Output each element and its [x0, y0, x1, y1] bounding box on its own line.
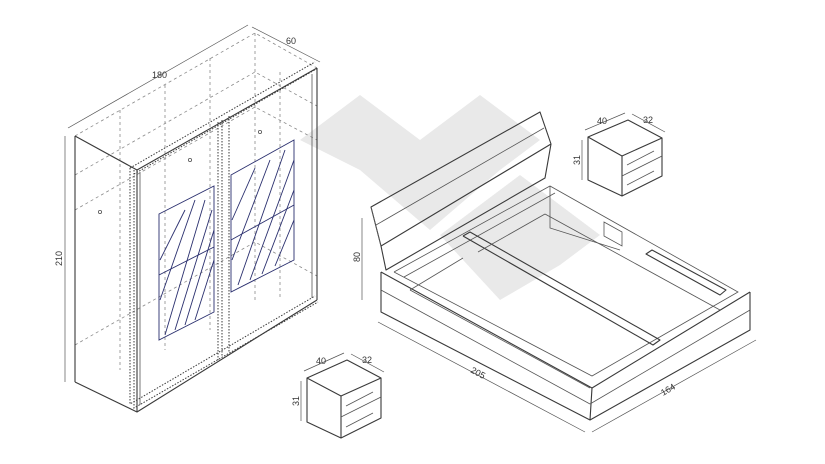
bed-height-label: 80 — [352, 252, 362, 262]
nightstand-top-height-label: 31 — [572, 155, 582, 165]
bed-dimensions — [361, 218, 757, 433]
wardrobe — [74, 32, 319, 413]
nightstand-top-dimensions — [581, 112, 666, 180]
wardrobe-width-label: 180 — [152, 70, 167, 80]
nightstand-bottom-height-label: 31 — [291, 396, 301, 406]
nightstand-bottom-width-label: 40 — [316, 356, 326, 366]
wardrobe-height-label: 210 — [54, 251, 64, 266]
nightstand-top-depth-label: 32 — [643, 115, 653, 125]
watermark — [300, 95, 600, 300]
glass-pattern — [158, 149, 295, 336]
bed-width-label: 164 — [659, 382, 677, 398]
nightstand-bottom-dimensions — [300, 352, 385, 421]
nightstand-bottom — [306, 359, 382, 439]
nightstand-bottom-depth-label: 32 — [362, 355, 372, 365]
nightstand-top-width-label: 40 — [597, 116, 607, 126]
wardrobe-dimensions — [64, 24, 321, 382]
nightstand-top — [587, 119, 663, 197]
wardrobe-depth-label: 60 — [286, 36, 296, 46]
bed — [370, 111, 751, 421]
